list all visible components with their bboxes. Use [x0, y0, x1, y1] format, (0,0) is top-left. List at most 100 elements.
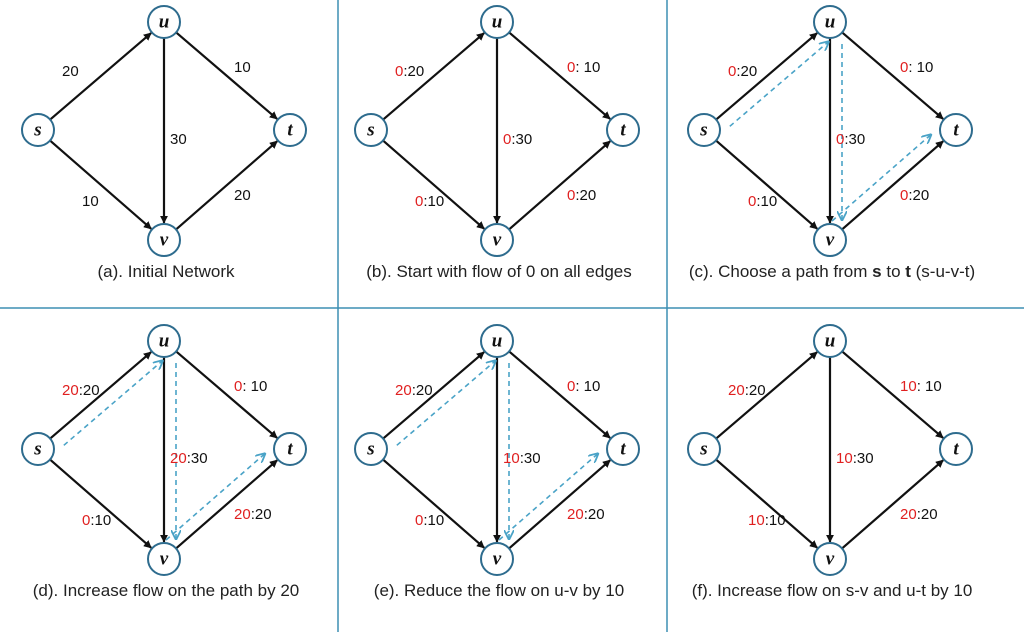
edge-label-s-u: 0:20	[395, 63, 424, 80]
capacity-value: : 10	[575, 378, 600, 395]
panel-caption: (b). Start with flow of 0 on all edges	[366, 262, 632, 281]
capacity-value: :20	[412, 382, 433, 399]
flow-value: 0	[728, 63, 736, 80]
node-label: t	[620, 120, 626, 141]
edge-u-t	[175, 31, 278, 120]
flow-value: 0	[415, 512, 423, 529]
edge-label-u-v: 10:30	[503, 450, 541, 467]
node-t: t	[939, 432, 973, 466]
edge-s-v	[49, 139, 152, 230]
edge-label-v-t: 20:20	[234, 506, 272, 523]
node-label: t	[953, 120, 959, 141]
flow-value: 20	[900, 506, 917, 523]
node-circle	[480, 223, 514, 257]
edge-s-u	[382, 32, 485, 121]
node-circle	[147, 5, 181, 39]
node-label: u	[492, 331, 503, 352]
node-label: v	[826, 549, 835, 570]
node-s: s	[687, 113, 721, 147]
node-circle	[687, 113, 721, 147]
node-u: u	[813, 324, 847, 358]
panel-caption: (e). Reduce the flow on u-v by 10	[374, 581, 624, 600]
capacity-value: 20	[62, 63, 79, 80]
edge-label-s-v: 0:10	[415, 512, 444, 529]
edge-label-v-t: 20:20	[900, 506, 938, 523]
edge-u-t	[841, 31, 944, 120]
node-circle	[813, 5, 847, 39]
node-circle	[939, 113, 973, 147]
capacity-value: :20	[403, 63, 424, 80]
edge-label-v-t: 20:20	[567, 506, 605, 523]
node-label: u	[825, 12, 836, 33]
node-v: v	[480, 223, 514, 257]
edge-label-s-v: 0:10	[415, 193, 444, 210]
node-circle	[813, 324, 847, 358]
node-u: u	[813, 5, 847, 39]
path-arrow-s-u	[729, 42, 829, 127]
capacity-value: :20	[251, 506, 272, 523]
edge-label-u-v: 0:30	[836, 131, 865, 148]
flow-value: 20	[234, 506, 251, 523]
edge-label-s-u: 20:20	[62, 382, 100, 399]
node-t: t	[939, 113, 973, 147]
flow-value: 10	[836, 450, 853, 467]
path-arrow-s-u	[63, 361, 163, 446]
node-label: v	[160, 549, 169, 570]
panel-caption: (f). Increase flow on s-v and u-t by 10	[692, 581, 973, 600]
capacity-value: : 10	[917, 378, 942, 395]
node-v: v	[813, 542, 847, 576]
node-circle	[939, 432, 973, 466]
flow-value: 0	[836, 131, 844, 148]
node-label: v	[493, 230, 502, 251]
node-circle	[273, 432, 307, 466]
node-t: t	[273, 432, 307, 466]
edge-label-s-u: 0:20	[728, 63, 757, 80]
edge-label-u-t: 0: 10	[567, 378, 600, 395]
node-label: s	[33, 439, 41, 460]
edge-label-s-v: 0:10	[82, 512, 111, 529]
path-arrow-v-t	[498, 454, 598, 541]
node-circle	[480, 324, 514, 358]
edge-label-s-v: 10:10	[748, 512, 786, 529]
edge-v-t	[841, 459, 944, 550]
node-t: t	[606, 113, 640, 147]
edge-u-t	[841, 350, 944, 439]
node-v: v	[147, 223, 181, 257]
node-circle	[147, 223, 181, 257]
flow-value: 20	[567, 506, 584, 523]
node-label: s	[366, 439, 374, 460]
node-v: v	[813, 223, 847, 257]
node-label: u	[492, 12, 503, 33]
edge-s-v	[382, 139, 485, 230]
edge-s-u	[382, 351, 485, 440]
edge-label-u-v: 20:30	[170, 450, 208, 467]
node-u: u	[147, 324, 181, 358]
capacity-value: : 10	[908, 59, 933, 76]
capacity-value: :20	[736, 63, 757, 80]
edge-v-t	[175, 140, 278, 231]
node-circle	[21, 113, 55, 147]
capacity-value: :10	[90, 512, 111, 529]
capacity-value: :30	[853, 450, 874, 467]
edge-s-v	[715, 458, 818, 549]
edge-u-t	[508, 350, 611, 439]
node-label: s	[699, 439, 707, 460]
node-t: t	[606, 432, 640, 466]
edge-s-v	[382, 458, 485, 549]
node-s: s	[354, 432, 388, 466]
capacity-value: :30	[187, 450, 208, 467]
flow-value: 20	[62, 382, 79, 399]
capacity-value: 10	[82, 193, 99, 210]
flow-value: 0	[567, 378, 575, 395]
node-u: u	[147, 5, 181, 39]
node-u: u	[480, 324, 514, 358]
flow-value: 0	[395, 63, 403, 80]
node-label: v	[160, 230, 169, 251]
capacity-value: 20	[234, 187, 251, 204]
flow-value: 0	[234, 378, 242, 395]
edge-v-t	[841, 140, 944, 231]
node-label: t	[620, 439, 626, 460]
